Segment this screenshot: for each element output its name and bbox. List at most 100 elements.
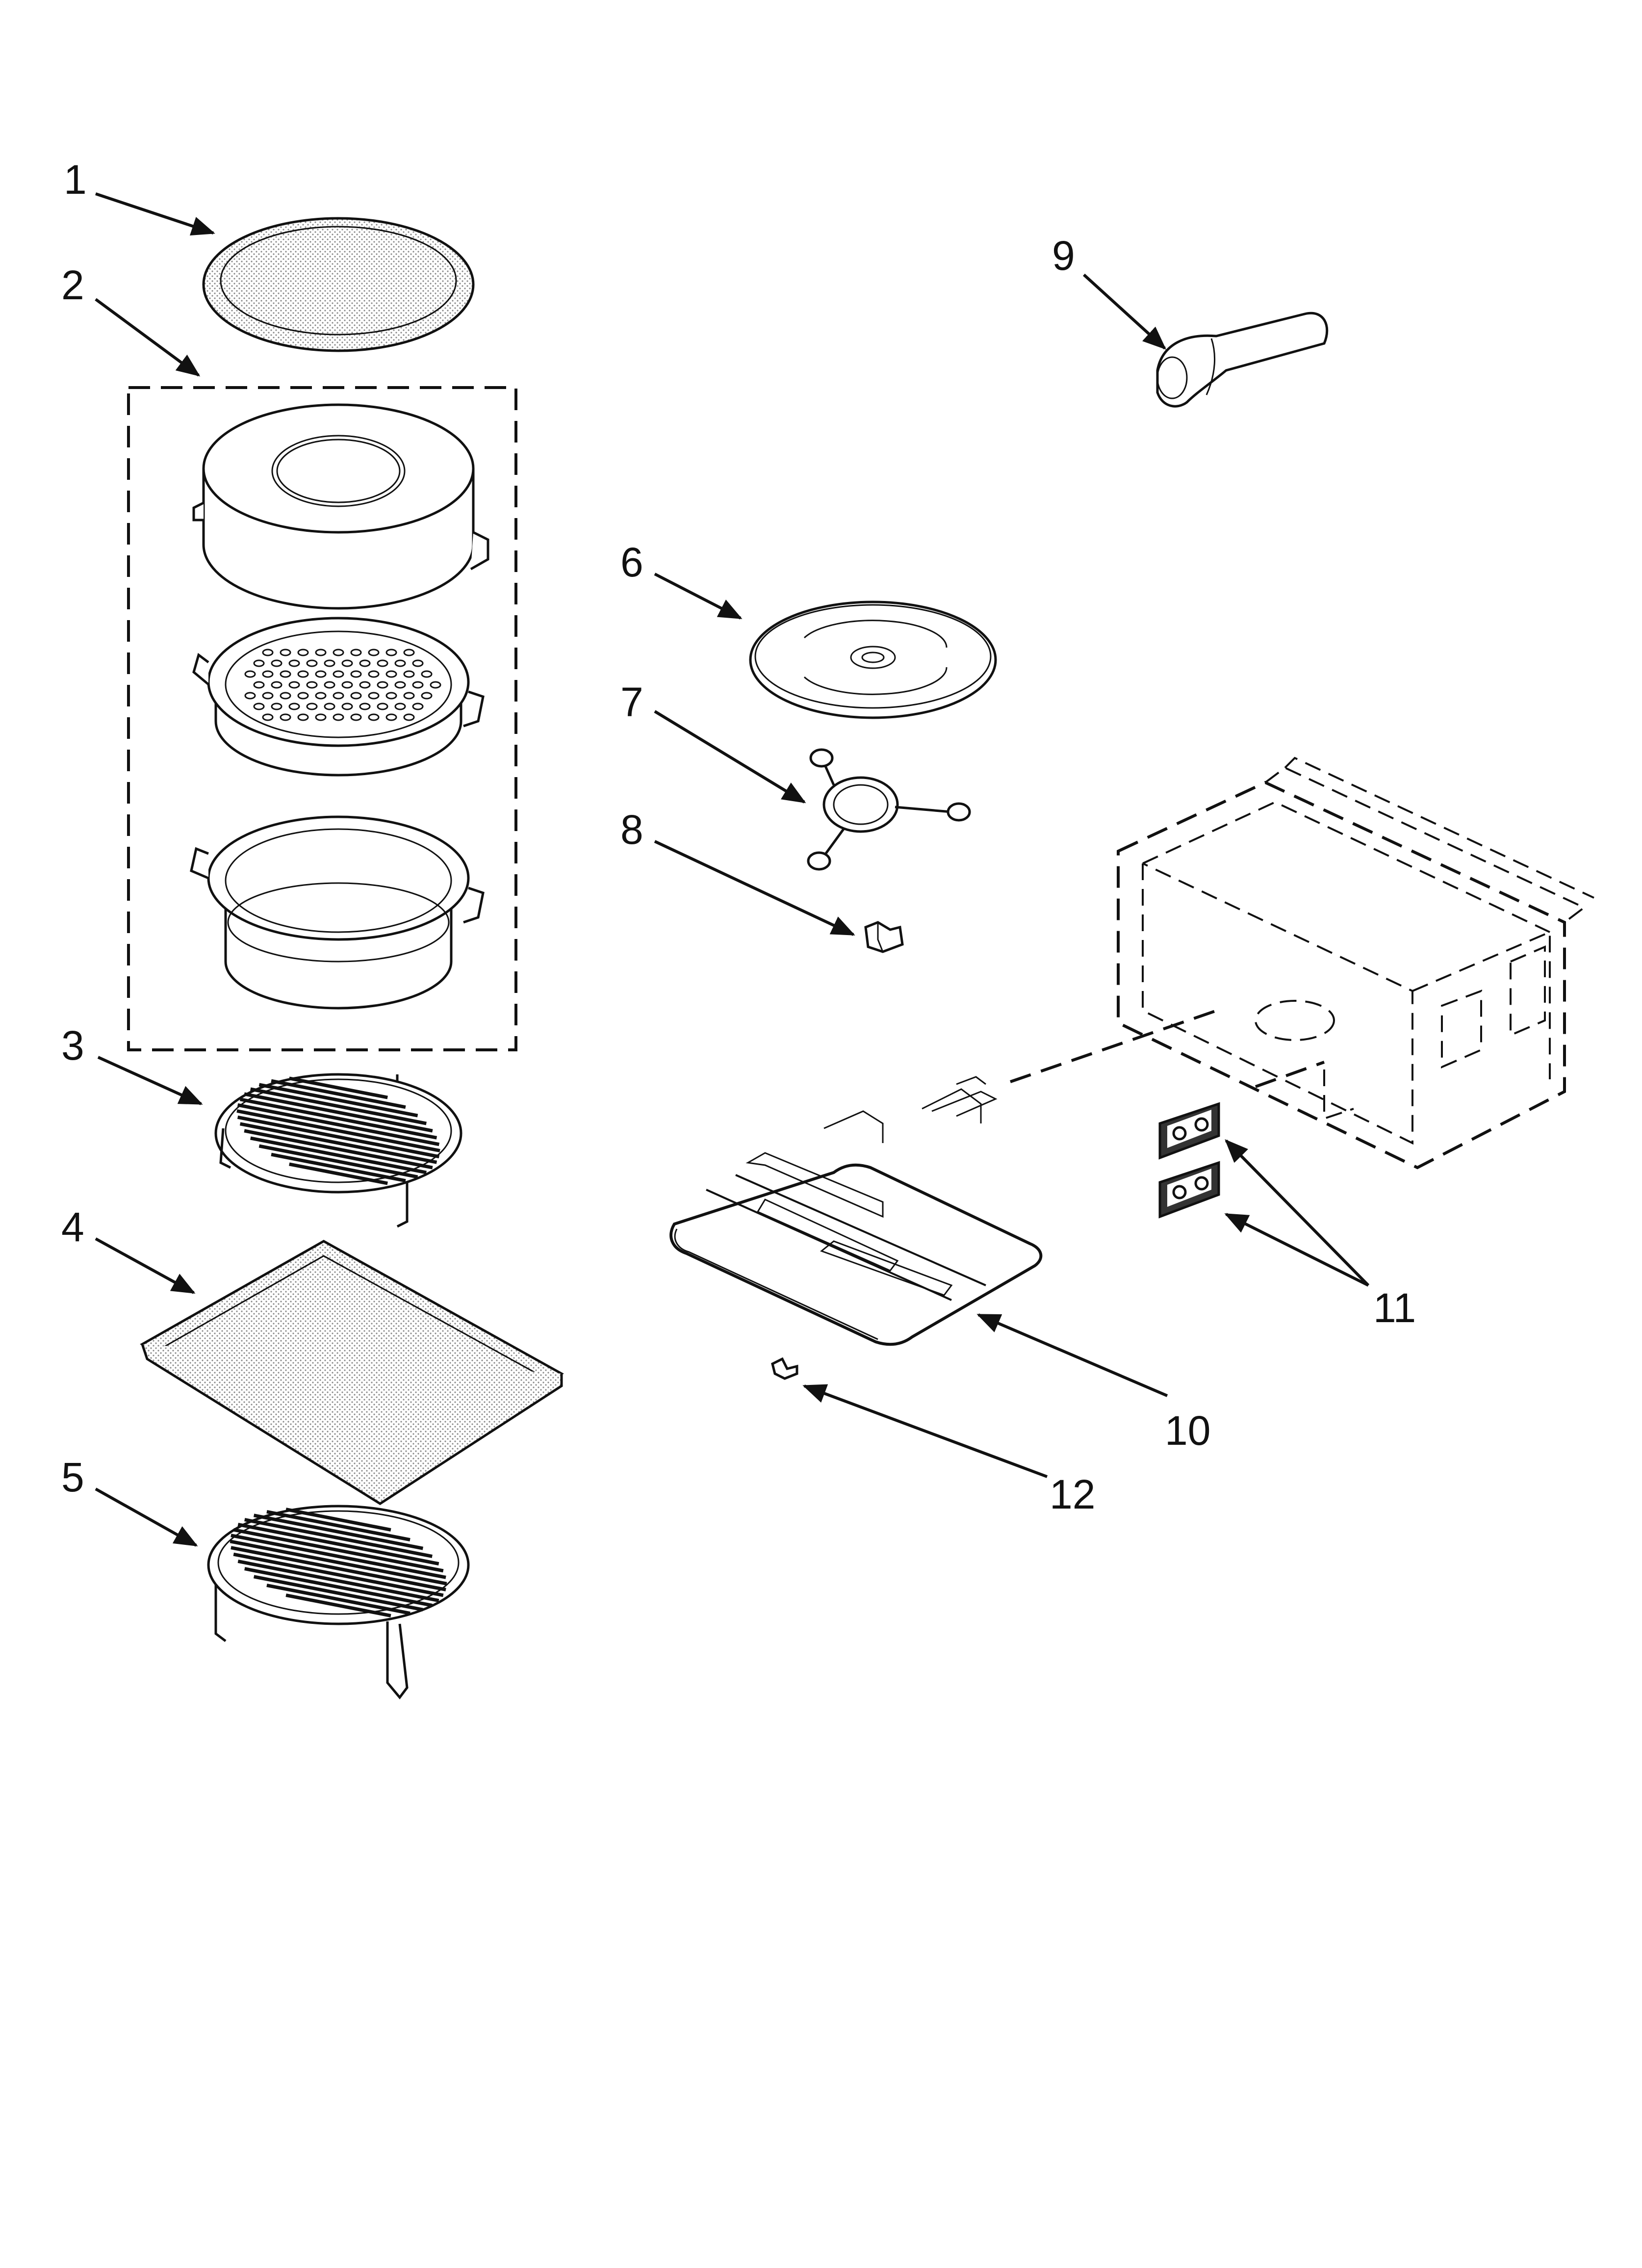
steamer-hole [359,703,371,710]
oven-cavity-reference [1117,756,1594,1170]
part-4-baking-tray [140,1240,564,1505]
steamer-hole [385,692,397,700]
element-connector-line [1010,1007,1224,1083]
rack-bar [285,1508,391,1532]
steamer-hole [297,692,309,700]
steamer-hole [271,681,282,689]
steamer-hole [262,692,274,700]
rack-bar [239,1097,437,1140]
steamer-hole [412,703,424,710]
rack-bar [230,1539,447,1586]
callout-9: 9 [1052,233,1075,279]
steamer-hole [368,713,380,721]
steamer-hole [403,692,415,700]
rack-bar [285,1593,391,1617]
rack-bar [258,1144,418,1179]
part-9-handle [1156,312,1329,408]
part-10-heating-element [669,1076,1043,1346]
part-3-low-rack [214,1073,462,1228]
steamer-hole [333,649,344,656]
callout-1: 1 [64,156,87,203]
rack-bar [258,1083,418,1118]
steamer-lid [192,403,489,610]
callout-labels: 1 2 3 4 5 6 7 8 9 10 11 12 [61,156,1416,1517]
steamer-hole [297,713,309,721]
callout-6: 6 [620,539,643,585]
steamer-hole [271,659,282,667]
rack-bar [271,1079,406,1109]
steamer-hole [368,692,380,700]
rack-bar [231,1546,446,1591]
rack-bar [239,1122,437,1164]
steamer-hole [306,703,318,710]
steamer-hole [412,681,424,689]
steamer-hole [324,659,335,667]
steamer-hole [430,681,441,689]
rack-bar [236,1109,440,1152]
callout-11: 11 [1373,1285,1416,1331]
steamer-hole [385,670,397,678]
steamer-hole [262,713,274,721]
rack-bar [253,1513,424,1550]
steamer-hole [244,670,256,678]
steamer-hole [315,692,327,700]
steamer-hole [306,659,318,667]
steamer-hole [368,649,380,656]
steamer-hole [253,659,265,667]
steamer-hole [350,713,362,721]
part-6-turntable [749,600,997,719]
steamer-hole [377,703,388,710]
steamer-hole [341,703,353,710]
rack-bar [237,1115,440,1159]
steamer-hole [394,703,406,710]
callout-7: 7 [620,679,643,725]
steamer-hole [262,649,274,656]
callout-10: 10 [1165,1408,1210,1454]
steamer-hole [333,713,344,721]
rack-bar [289,1162,388,1185]
steamer-hole [253,703,265,710]
steamer-hole [244,692,256,700]
steamer-hole [394,659,406,667]
steamer-hole [421,670,433,678]
steamer-holes [244,649,441,721]
steamer-hole [288,659,300,667]
steamer-hole [324,703,335,710]
steamer-hole [280,713,291,721]
steamer-hole [350,692,362,700]
rack-bar [244,1129,433,1170]
steamer-basket [192,617,485,777]
rack-bar [250,1087,427,1125]
steamer-hole [368,670,380,678]
steamer-hole [403,713,415,721]
steamer-hole [359,681,371,689]
steamer-hole [333,670,344,678]
steamer-hole [288,703,300,710]
steamer-hole [262,670,274,678]
rack-bar [266,1510,410,1542]
part-11-gaskets [1158,1102,1220,1219]
rack-bar [250,1136,427,1174]
callout-12: 12 [1050,1471,1095,1517]
rack-5-bars [230,1508,447,1617]
steamer-hole [385,713,397,721]
rack-bar [289,1076,388,1099]
rack-bar [233,1552,444,1597]
rack-bar [244,1518,433,1558]
steamer-hole [315,649,327,656]
steamer-hole [253,681,265,689]
rack-bar [233,1528,444,1573]
callout-5: 5 [61,1454,84,1500]
steamer-hole [341,681,353,689]
steamer-hole [315,670,327,678]
steamer-hole [385,649,397,656]
rack-bar [237,1103,440,1147]
rack-bar [237,1523,439,1565]
leader-lines [95,192,1370,1547]
steamer-hole [359,659,371,667]
steamer-hole [333,692,344,700]
part-5-high-rack [207,1505,470,1700]
rack-bar [244,1092,433,1133]
steamer-hole [280,692,291,700]
part-12-bracket [771,1357,798,1380]
